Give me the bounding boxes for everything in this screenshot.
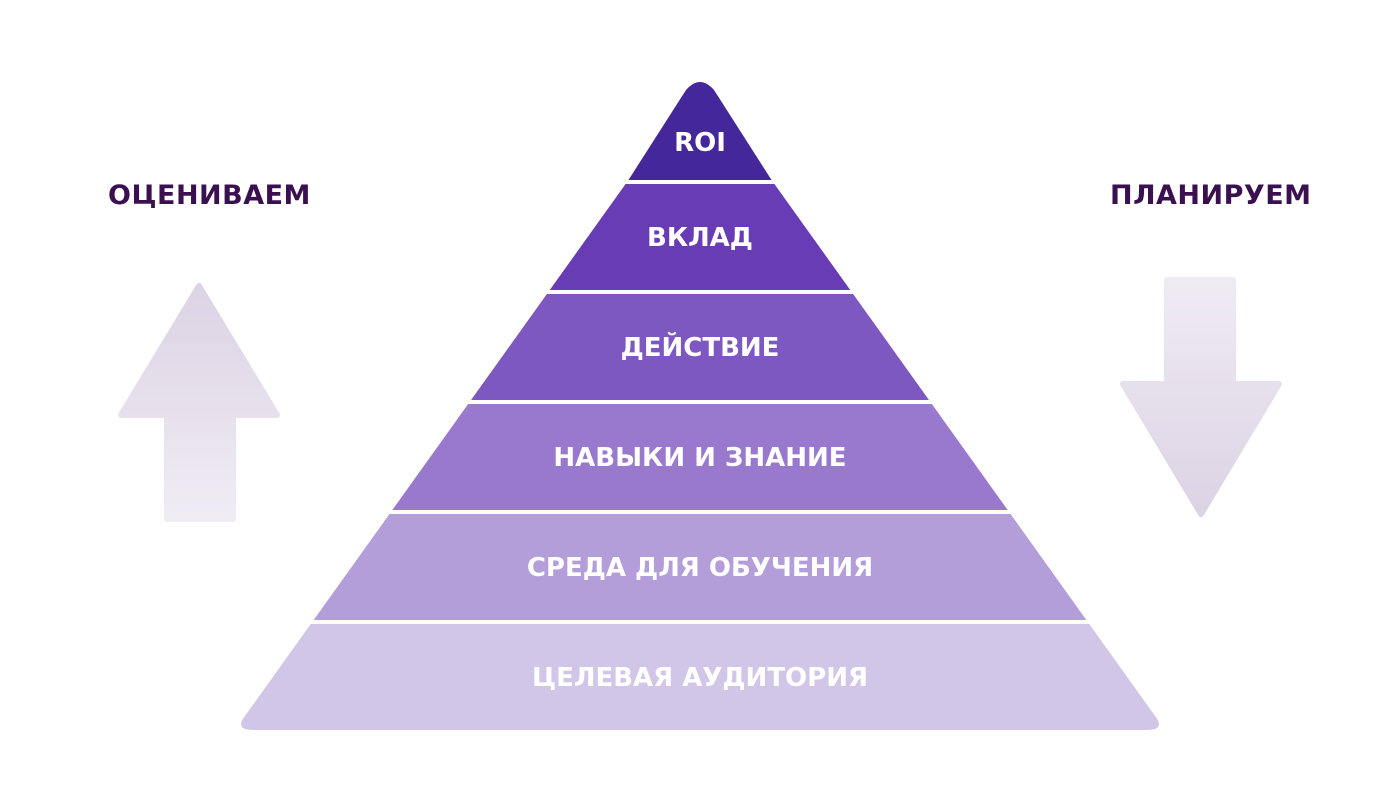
pyramid-level-label: НАВЫКИ И ЗНАНИЕ	[553, 443, 846, 473]
pyramid-level-6	[241, 624, 1159, 730]
pyramid-level-1	[628, 82, 772, 180]
pyramid-level-label: ЦЕЛЕВАЯ АУДИТОРИЯ	[532, 663, 868, 693]
pyramid-level-label: ROI	[674, 128, 726, 158]
arrow-up-icon	[118, 283, 280, 522]
pyramid-level-label: ДЕЙСТВИЕ	[621, 331, 780, 363]
arrow-down-icon	[1120, 277, 1282, 517]
pyramid-level-label: ВКЛАД	[647, 223, 753, 253]
pyramid-level-3	[471, 294, 929, 400]
pyramid-level-2	[549, 184, 851, 290]
pyramid-level-4	[392, 404, 1008, 510]
plan-label: ПЛАНИРУЕМ	[1110, 180, 1312, 211]
pyramid-level-label: СРЕДА ДЛЯ ОБУЧЕНИЯ	[527, 553, 873, 583]
evaluate-label: ОЦЕНИВАЕМ	[108, 180, 311, 211]
pyramid-level-5	[313, 514, 1087, 620]
